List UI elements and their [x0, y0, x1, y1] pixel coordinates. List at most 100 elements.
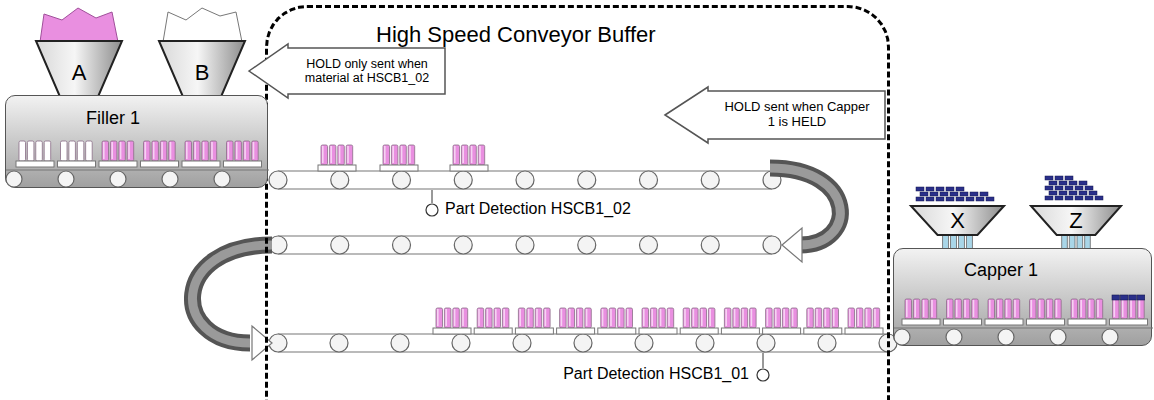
bottle-highlight — [866, 309, 868, 326]
bottle-highlight — [816, 309, 818, 326]
bottle — [1013, 299, 1020, 319]
bottle-highlight — [37, 142, 39, 159]
conveyor-roller — [162, 171, 178, 187]
bottle-highlight — [471, 146, 473, 163]
bottle-highlight — [931, 300, 933, 317]
bottle-highlight — [487, 309, 489, 326]
cap — [1065, 176, 1073, 180]
sensor-label: Part Detection HSCB1_02 — [443, 200, 633, 218]
bottle-highlight — [775, 309, 777, 326]
tray — [433, 328, 471, 334]
bottle-highlight — [1072, 300, 1074, 317]
bottle-highlight — [767, 309, 769, 326]
bottle — [486, 308, 493, 328]
bottle — [193, 141, 200, 161]
bottle-highlight — [70, 142, 72, 159]
bottle-highlight — [519, 309, 521, 326]
cap — [1079, 191, 1087, 195]
bottle-highlight — [253, 142, 255, 159]
hopper-outline — [36, 41, 122, 98]
bottle — [36, 141, 43, 161]
bottle — [243, 141, 250, 161]
bottle — [741, 308, 748, 328]
hold-signal-arrow: HOLD sent when Capper 1 is HELD — [664, 86, 886, 144]
tray — [16, 161, 54, 167]
bottle — [774, 308, 781, 328]
bottle — [436, 308, 443, 328]
bottle — [996, 299, 1003, 319]
bottle — [913, 299, 920, 319]
bottle-highlight — [1097, 300, 1099, 317]
tray — [141, 161, 179, 167]
bottle-highlight — [1139, 300, 1141, 317]
flow-band — [770, 168, 840, 245]
bottle-highlight — [792, 309, 794, 326]
bottle-highlight — [462, 309, 464, 326]
cap — [1065, 196, 1073, 200]
conveyor-roller — [331, 236, 349, 254]
cap — [1085, 196, 1093, 200]
conveyor-roller — [393, 236, 411, 254]
bottle-highlight — [619, 309, 621, 326]
conveyor-roller — [454, 236, 472, 254]
conveyor-roller — [998, 329, 1014, 345]
tray — [763, 328, 801, 334]
bottle — [750, 308, 757, 328]
conveyor-roller — [578, 236, 596, 254]
bottle — [535, 308, 542, 328]
bottle — [708, 308, 715, 328]
bottle — [61, 141, 68, 161]
tray — [182, 161, 220, 167]
bottle — [807, 308, 814, 328]
bottle-highlight — [545, 309, 547, 326]
bottle — [152, 141, 159, 161]
machine-box: Filler 1 — [5, 95, 268, 188]
bottle-highlight — [651, 309, 653, 326]
sensor-label: Part Detection HSCB1_01 — [561, 365, 751, 383]
bottle — [856, 308, 863, 328]
bottle — [110, 141, 117, 161]
cap — [956, 197, 964, 201]
bottle-highlight — [1006, 300, 1008, 317]
bottle — [502, 308, 509, 328]
bottle-highlight — [1089, 300, 1091, 317]
conveyor-belt — [894, 327, 1153, 328]
bottle — [44, 141, 51, 161]
bottle — [1038, 299, 1045, 319]
bottle-highlight — [347, 146, 349, 163]
bottle — [1030, 299, 1037, 319]
material-a — [40, 8, 118, 42]
bottle-highlight — [495, 309, 497, 326]
bottle — [791, 308, 798, 328]
cap — [970, 192, 978, 196]
bottle-highlight — [170, 142, 172, 159]
bottle — [144, 141, 151, 161]
bottle-highlight — [989, 300, 991, 317]
flow-arrowhead — [782, 228, 802, 262]
conveyor-roller — [269, 171, 287, 189]
bottle-highlight — [330, 146, 332, 163]
bottle — [955, 299, 962, 319]
bottle — [733, 308, 740, 328]
tray — [598, 328, 636, 334]
bottle-highlight — [478, 309, 480, 326]
cap — [976, 197, 984, 201]
bottle-highlight — [1047, 300, 1049, 317]
bottle-highlight — [211, 142, 213, 159]
conveyor-roller — [393, 171, 411, 189]
bottle-highlight — [569, 309, 571, 326]
bottle — [724, 308, 731, 328]
material-b — [163, 8, 242, 42]
tray — [380, 165, 418, 171]
bottle-highlight — [454, 146, 456, 163]
conveyor-roller — [574, 334, 592, 352]
bottle-highlight — [244, 142, 246, 159]
cap — [916, 187, 924, 191]
hold-signal-arrow: HOLD only sent when material at HSCB1_02 — [248, 43, 446, 99]
bottle-cap — [1120, 295, 1128, 300]
bottle-highlight — [602, 309, 604, 326]
cap — [1055, 176, 1063, 180]
bottle-highlight — [145, 142, 147, 159]
bottle-cap — [1137, 295, 1145, 300]
